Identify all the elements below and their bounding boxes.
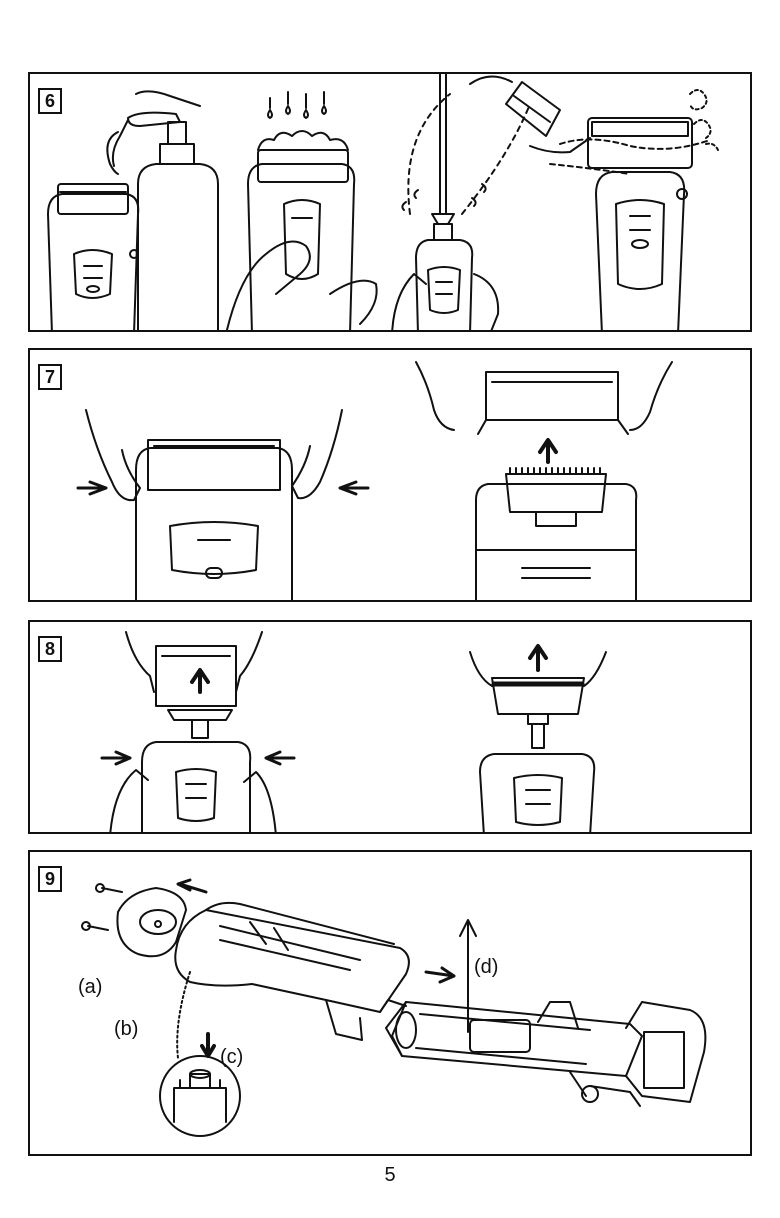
arrow-icon [178, 880, 206, 892]
screw-icon [82, 884, 122, 930]
shaver-head-removed-icon [416, 362, 672, 602]
step-9-illustration [30, 852, 752, 1156]
soap-bottle-icon [107, 91, 218, 332]
step-8-illustration [30, 622, 752, 834]
step-7-illustration [30, 350, 752, 602]
shaver-left-icon [48, 184, 138, 332]
step-9-panel: 9 [28, 850, 752, 1156]
right-arrow-icon [426, 968, 454, 982]
page-number: 5 [0, 1164, 780, 1187]
step-8-panel: 8 [28, 620, 752, 834]
cutter-removal-right-icon [470, 646, 606, 834]
shaver-right-icon [550, 90, 718, 332]
step-7-panel: 7 [28, 348, 752, 602]
shaver-body-icon [175, 903, 409, 1040]
shaver-foam-icon [226, 92, 377, 332]
step-6-panel: 6 [28, 72, 752, 332]
label-b: (b) [114, 1018, 138, 1041]
label-c: (c) [220, 1046, 243, 1069]
label-a: (a) [78, 976, 102, 999]
shaver-squeeze-icon [78, 410, 368, 602]
step-6-illustration [30, 74, 752, 332]
cutter-removal-left-icon [102, 632, 294, 834]
label-d: (d) [474, 956, 498, 979]
internal-unit-icon [386, 1002, 705, 1106]
rinsing-shaver-icon [392, 74, 530, 332]
